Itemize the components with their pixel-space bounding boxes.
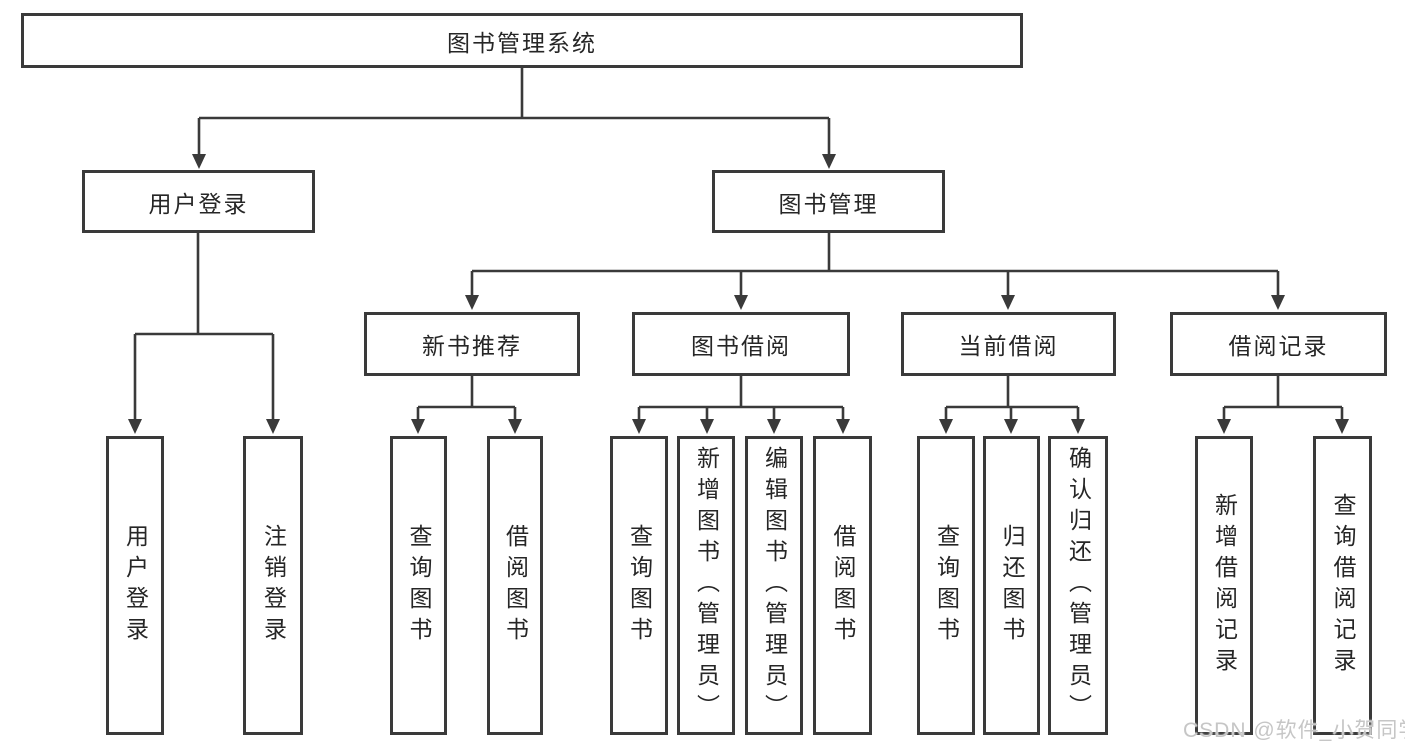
node-root-system: 图书管理系统: [21, 13, 1023, 68]
leaf-newrec-borrow-books-label: 借阅图书: [502, 523, 529, 648]
node-borrow-records-label: 借阅记录: [1228, 333, 1329, 359]
node-new-book-recommend-label: 新书推荐: [422, 333, 522, 359]
leaf-borrow-borrow-books-label: 借阅图书: [830, 523, 856, 648]
leaf-confirm-return-admin: 确认归还（管理员）: [1048, 436, 1108, 735]
leaf-logout-label: 注销登录: [260, 523, 287, 648]
leaf-newrec-query-books-label: 查询图书: [406, 523, 432, 648]
node-current-borrow-label: 当前借阅: [958, 333, 1059, 359]
leaf-add-borrow-record: 新增借阅记录: [1195, 436, 1253, 735]
node-book-borrow: 图书借阅: [632, 312, 850, 376]
leaf-return-books: 归还图书: [983, 436, 1040, 735]
leaf-current-query-books: 查询图书: [917, 436, 975, 735]
watermark: CSDN @软件_小贺同学: [1183, 719, 1405, 742]
leaf-add-books-admin: 新增图书（管理员）: [677, 436, 735, 735]
leaf-query-borrow-record-label: 查询借阅记录: [1330, 492, 1356, 679]
arrowheads: [128, 154, 1349, 434]
node-user-login: 用户登录: [82, 170, 315, 233]
leaf-newrec-borrow-books: 借阅图书: [487, 436, 543, 735]
node-new-book-recommend: 新书推荐: [364, 312, 580, 376]
leaf-borrow-borrow-books: 借阅图书: [813, 436, 872, 735]
leaf-add-books-admin-label: 新增图书（管理员）: [693, 446, 720, 725]
connector-paths: [133, 68, 1344, 426]
leaf-borrow-query-books: 查询图书: [610, 436, 668, 735]
leaf-user-login-label: 用户登录: [122, 523, 149, 648]
node-book-borrow-label: 图书借阅: [691, 333, 791, 359]
leaf-query-borrow-record: 查询借阅记录: [1313, 436, 1372, 735]
leaf-confirm-return-admin-label: 确认归还（管理员）: [1065, 446, 1092, 725]
node-book-management: 图书管理: [712, 170, 945, 233]
node-borrow-records: 借阅记录: [1170, 312, 1387, 376]
leaf-current-query-books-label: 查询图书: [933, 523, 960, 648]
leaf-add-borrow-record-label: 新增借阅记录: [1211, 492, 1238, 679]
leaf-user-login: 用户登录: [106, 436, 164, 735]
leaf-edit-books-admin-label: 编辑图书（管理员）: [761, 446, 788, 725]
leaf-borrow-query-books-label: 查询图书: [626, 523, 653, 648]
node-book-management-label: 图书管理: [778, 190, 879, 217]
leaf-logout: 注销登录: [243, 436, 303, 735]
leaf-edit-books-admin: 编辑图书（管理员）: [745, 436, 803, 735]
leaf-return-books-label: 归还图书: [999, 523, 1025, 648]
leaf-newrec-query-books: 查询图书: [390, 436, 447, 735]
node-root-label: 图书管理系统: [447, 29, 597, 56]
node-current-borrow: 当前借阅: [901, 312, 1116, 376]
node-user-login-label: 用户登录: [148, 190, 249, 217]
